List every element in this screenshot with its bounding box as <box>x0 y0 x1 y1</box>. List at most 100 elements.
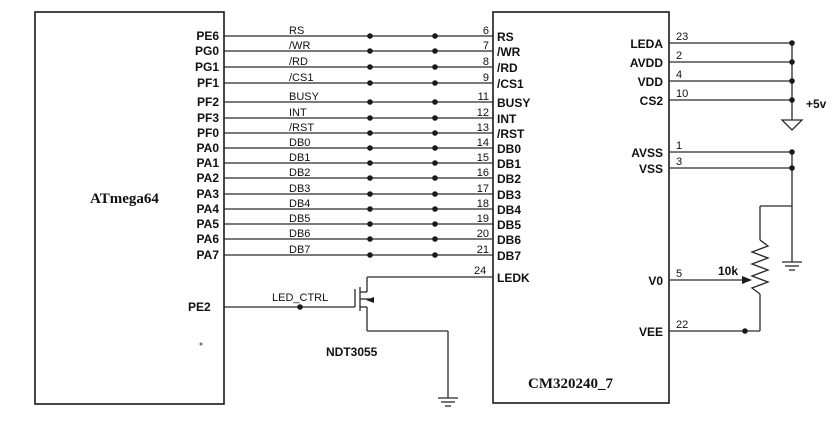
net-label: DB4 <box>289 198 310 210</box>
net-label: BUSY <box>289 91 320 103</box>
lcd-right-pin-label: VEE <box>639 325 663 339</box>
lcd-pin-label: DB7 <box>497 249 521 263</box>
lcd-box <box>492 11 670 404</box>
led-ctrl-label: LED_CTRL <box>272 292 328 304</box>
junction-dot <box>367 236 373 242</box>
junction-dot <box>367 175 373 181</box>
ground-symbol <box>438 397 458 407</box>
junction-dot <box>432 252 438 258</box>
junction-dot <box>367 252 373 258</box>
junction-dot <box>367 160 373 166</box>
mcu-pin-label: PA1 <box>197 156 220 170</box>
lcd-pin-label: /RST <box>497 127 525 141</box>
net-label: DB6 <box>289 228 310 240</box>
net-label: DB0 <box>289 137 310 149</box>
mosfet-symbol <box>354 276 493 398</box>
pin-number: 18 <box>477 198 489 210</box>
junction-dot <box>367 191 373 197</box>
junction-dot <box>367 145 373 151</box>
net-label: DB3 <box>289 183 310 195</box>
mcu-pin-label: PA4 <box>197 202 220 216</box>
junction-dot <box>367 64 373 70</box>
lcd-right-pin-number: 3 <box>676 156 682 168</box>
right-wiring <box>669 40 804 334</box>
ledk-number: 24 <box>474 265 486 277</box>
lcd-right-pin-label: CS2 <box>640 94 664 108</box>
junction-dot <box>297 304 303 310</box>
junction-dot <box>367 99 373 105</box>
lcd-right-pin-number: 1 <box>676 140 682 152</box>
lcd-pin-label: DB2 <box>497 172 521 186</box>
pot-label: 10k <box>718 264 738 278</box>
junction-dot <box>367 206 373 212</box>
pin-number: 11 <box>478 91 489 103</box>
mcu-pin-label: PA3 <box>197 187 220 201</box>
junction-dot <box>432 80 438 86</box>
pin-number: 19 <box>477 213 489 225</box>
net-label: INT <box>289 107 307 119</box>
supply-label: +5v <box>806 97 827 111</box>
net-label: DB7 <box>289 244 310 256</box>
lcd-pin-label: DB0 <box>497 142 521 156</box>
net-label: RS <box>289 25 304 37</box>
net-label: DB2 <box>289 167 310 179</box>
mcu-pin-label: PF3 <box>197 111 219 125</box>
mcu-pin-label: PA5 <box>197 217 220 231</box>
pin-number: 13 <box>477 122 489 134</box>
lcd-pin-label: DB4 <box>497 203 521 217</box>
junction-dot <box>432 33 438 39</box>
junction-dot <box>432 130 438 136</box>
pin-number: 21 <box>477 244 489 256</box>
transistor-label: NDT3055 <box>326 345 378 359</box>
pin-number: 20 <box>477 228 489 240</box>
lcd-pin-label: DB6 <box>497 233 521 247</box>
pin-number: 15 <box>477 152 489 164</box>
junction-dot <box>367 48 373 54</box>
lcd-right-pin-label: AVDD <box>630 56 663 70</box>
junction-dot <box>367 130 373 136</box>
lcd-pin-label: /CS1 <box>497 77 524 91</box>
net-label: /RST <box>289 122 314 134</box>
lcd-name: CM320240_7 <box>528 376 613 392</box>
lcd-pin-label: BUSY <box>497 96 530 110</box>
junction-dot <box>432 64 438 70</box>
lcd-pin-label: DB5 <box>497 218 521 232</box>
net-label: /WR <box>289 40 310 52</box>
mcu-pin-label: PA0 <box>197 141 220 155</box>
mcu-pin-label: PG1 <box>195 60 219 74</box>
lcd-right-pin-number: 22 <box>676 319 688 331</box>
mcu-box <box>34 11 225 405</box>
junction-dot <box>367 80 373 86</box>
junction-dot <box>367 115 373 121</box>
lcd-pin-label: DB3 <box>497 188 521 202</box>
junction-dot <box>432 221 438 227</box>
lcd-right-pin-label: VDD <box>638 75 664 89</box>
lcd-right-pin-label: AVSS <box>631 146 663 160</box>
lcd-right-pin-label: VSS <box>639 162 663 176</box>
lcd-pin-label: DB1 <box>497 157 521 171</box>
mcu-name: ATmega64 <box>90 191 159 207</box>
lcd-pin-label: /WR <box>497 45 521 59</box>
junction-dot <box>432 191 438 197</box>
net-label: /RD <box>289 56 308 68</box>
mcu-pin-label: PA2 <box>197 171 220 185</box>
pin-number: 6 <box>483 25 489 37</box>
lcd-right-pin-label: LEDA <box>630 37 663 51</box>
junction-dot <box>367 221 373 227</box>
stray-dot <box>199 342 203 346</box>
pin-number: 8 <box>483 56 489 68</box>
lcd-right-pin-label: V0 <box>648 274 663 288</box>
mcu-pin-label: PA6 <box>197 232 220 246</box>
pin-number: 9 <box>483 72 489 84</box>
pin-number: 7 <box>483 40 489 52</box>
junction-dot <box>432 175 438 181</box>
pin-number: 14 <box>477 137 489 149</box>
net-label: DB5 <box>289 213 310 225</box>
junction-dot <box>432 236 438 242</box>
pin-number: 17 <box>477 183 489 195</box>
junction-dot <box>432 99 438 105</box>
junction-dot <box>432 115 438 121</box>
net-label: DB1 <box>289 152 310 164</box>
